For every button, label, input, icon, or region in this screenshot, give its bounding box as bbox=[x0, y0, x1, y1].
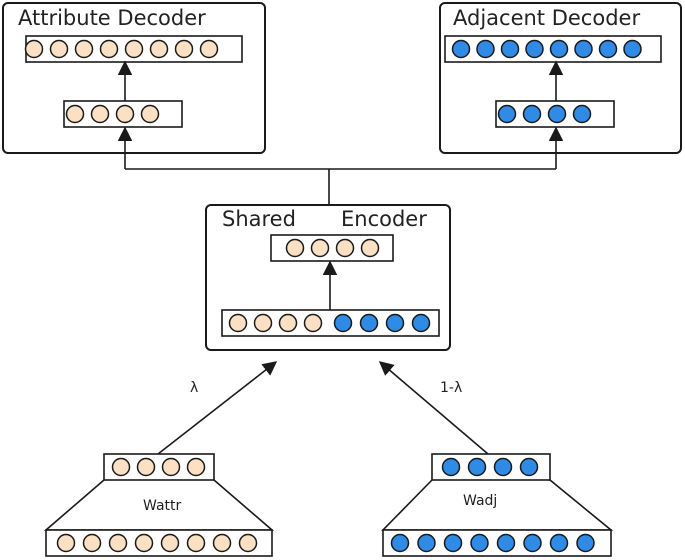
attribute-weight-matrix-label: Wattr bbox=[143, 498, 182, 514]
adjacent-decoder-title: Adjacent Decoder bbox=[453, 6, 640, 30]
attribute-input-nodes bbox=[56, 533, 258, 553]
attribute-node bbox=[149, 39, 169, 59]
adjacent-node bbox=[443, 533, 463, 553]
attribute-node bbox=[186, 457, 206, 477]
shared-encoder-title-left: Shared bbox=[222, 207, 296, 231]
adjacent-node bbox=[333, 313, 353, 333]
attribute-node bbox=[278, 313, 298, 333]
adjacent-node bbox=[576, 533, 595, 553]
attribute-node bbox=[56, 533, 76, 553]
attribute-node bbox=[310, 238, 330, 258]
adjacent-node bbox=[441, 457, 461, 477]
attribute-input-module: Wattr bbox=[43, 453, 275, 557]
adjacent-decoder-output-nodes bbox=[451, 39, 642, 59]
attribute-node bbox=[285, 238, 305, 258]
adjacent-node bbox=[493, 457, 513, 477]
adjacent-input-module: Wadj bbox=[381, 453, 614, 557]
attribute-node bbox=[111, 457, 131, 477]
attribute-node bbox=[24, 39, 44, 59]
attribute-node bbox=[74, 39, 94, 59]
attribute-decoder-hidden-nodes bbox=[65, 104, 160, 124]
attribute-projection-nodes bbox=[111, 457, 206, 477]
attribute-node bbox=[238, 533, 258, 553]
adjacent-input-arrow bbox=[378, 361, 489, 455]
attribute-node bbox=[161, 457, 181, 477]
attribute-decoder-output-nodes bbox=[24, 39, 219, 59]
attribute-decoder-box: Attribute Decoder bbox=[2, 2, 266, 154]
attribute-decoder-title: Attribute Decoder bbox=[18, 6, 206, 30]
attribute-node bbox=[99, 39, 119, 59]
attribute-node bbox=[228, 313, 248, 333]
attribute-node bbox=[360, 238, 380, 258]
adjacent-weight-label: 1-λ bbox=[440, 380, 462, 396]
attribute-input-arrow bbox=[157, 361, 278, 455]
adjacent-node bbox=[411, 313, 431, 333]
adjacent-node bbox=[500, 39, 520, 59]
shared-encoder-concat-adjacent-nodes bbox=[333, 313, 431, 333]
adjacent-node bbox=[522, 104, 542, 124]
adjacent-node bbox=[467, 457, 487, 477]
adjacent-node bbox=[519, 457, 539, 477]
adjacent-node bbox=[417, 533, 436, 553]
adjacent-node bbox=[476, 39, 495, 59]
adjacent-node bbox=[547, 104, 567, 124]
attribute-node bbox=[335, 238, 355, 258]
shared-encoder-code-nodes bbox=[285, 238, 380, 258]
adjacent-node bbox=[470, 533, 489, 553]
attribute-node bbox=[49, 39, 69, 59]
adjacent-node bbox=[523, 533, 542, 553]
attribute-node bbox=[136, 457, 156, 477]
adjacent-node bbox=[549, 533, 569, 553]
attribute-node bbox=[253, 313, 273, 333]
decoder-branch-connector bbox=[117, 126, 564, 205]
attribute-node bbox=[90, 104, 110, 124]
attribute-weight-label: λ bbox=[190, 380, 198, 396]
adjacent-node bbox=[496, 533, 516, 553]
attribute-node bbox=[108, 533, 128, 553]
adjacent-node bbox=[390, 533, 410, 553]
adjacent-node bbox=[525, 39, 544, 59]
adjacent-decoder-box: Adjacent Decoder bbox=[439, 2, 682, 154]
adjacent-weight-matrix-label: Wadj bbox=[463, 493, 497, 509]
adjacent-node bbox=[572, 104, 592, 124]
shared-encoder-concat-attribute-nodes bbox=[228, 313, 323, 333]
attribute-node bbox=[140, 104, 160, 124]
attribute-node bbox=[65, 104, 85, 124]
adjacent-node bbox=[598, 39, 618, 59]
attribute-node bbox=[134, 533, 154, 553]
attribute-node bbox=[124, 39, 144, 59]
attribute-node bbox=[303, 313, 323, 333]
adjacent-node bbox=[549, 39, 569, 59]
adjacent-node bbox=[623, 39, 642, 59]
adjacent-node bbox=[359, 313, 379, 333]
attribute-node bbox=[160, 533, 180, 553]
adjacent-input-nodes bbox=[390, 533, 595, 553]
adjacent-projection-nodes bbox=[441, 457, 539, 477]
adjacent-decoder-hidden-nodes bbox=[497, 104, 592, 124]
attribute-input-layer bbox=[45, 529, 273, 557]
adjacent-node bbox=[385, 313, 405, 333]
attribute-node bbox=[174, 39, 194, 59]
attribute-node bbox=[115, 104, 135, 124]
shared-encoder-title-right: Encoder bbox=[341, 207, 427, 231]
attribute-node bbox=[82, 533, 102, 553]
attribute-node bbox=[186, 533, 206, 553]
adjacent-node bbox=[497, 104, 517, 124]
adjacent-node bbox=[451, 39, 471, 59]
adjacent-node bbox=[574, 39, 593, 59]
attribute-node bbox=[212, 533, 232, 553]
attribute-node bbox=[199, 39, 219, 59]
shared-encoder-box: Shared Encoder bbox=[205, 204, 451, 351]
